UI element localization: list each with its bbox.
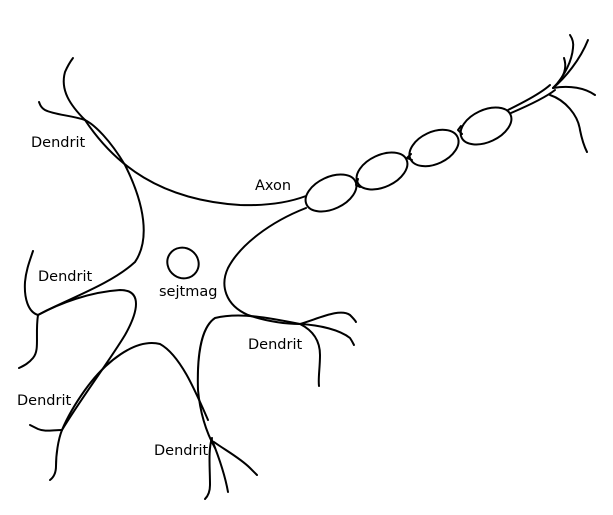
myelin-sheath-2 — [355, 151, 409, 191]
axon-label: Axon — [255, 178, 292, 194]
dendrite-upper-left-branches — [38, 57, 86, 121]
dendrite-label-right-lower: Dendrit — [248, 337, 303, 353]
dendrite-right-lower-branches — [299, 311, 357, 387]
dendrite-bottom-branches — [204, 437, 258, 500]
axon-terminal-branches — [549, 34, 596, 153]
myelin-sheath-4 — [459, 106, 513, 146]
dendrite-left-middle-branches — [18, 250, 39, 369]
nucleus-shape — [166, 246, 200, 280]
myelin-sheath-3 — [408, 128, 460, 168]
dendrite-label-bottom: Dendrit — [154, 443, 209, 459]
dendrite-label-left-middle: Dendrit — [38, 269, 93, 285]
axon-shaft — [355, 84, 556, 188]
myelin-sheath-1 — [304, 173, 358, 213]
dendrite-label-lower-left: Dendrit — [17, 393, 72, 409]
dendrite-lower-left-branches — [29, 424, 63, 481]
cell-body-outline — [37, 119, 307, 449]
dendrite-label-upper-left: Dendrit — [31, 135, 86, 151]
nucleus-label: sejtmag — [159, 284, 218, 300]
